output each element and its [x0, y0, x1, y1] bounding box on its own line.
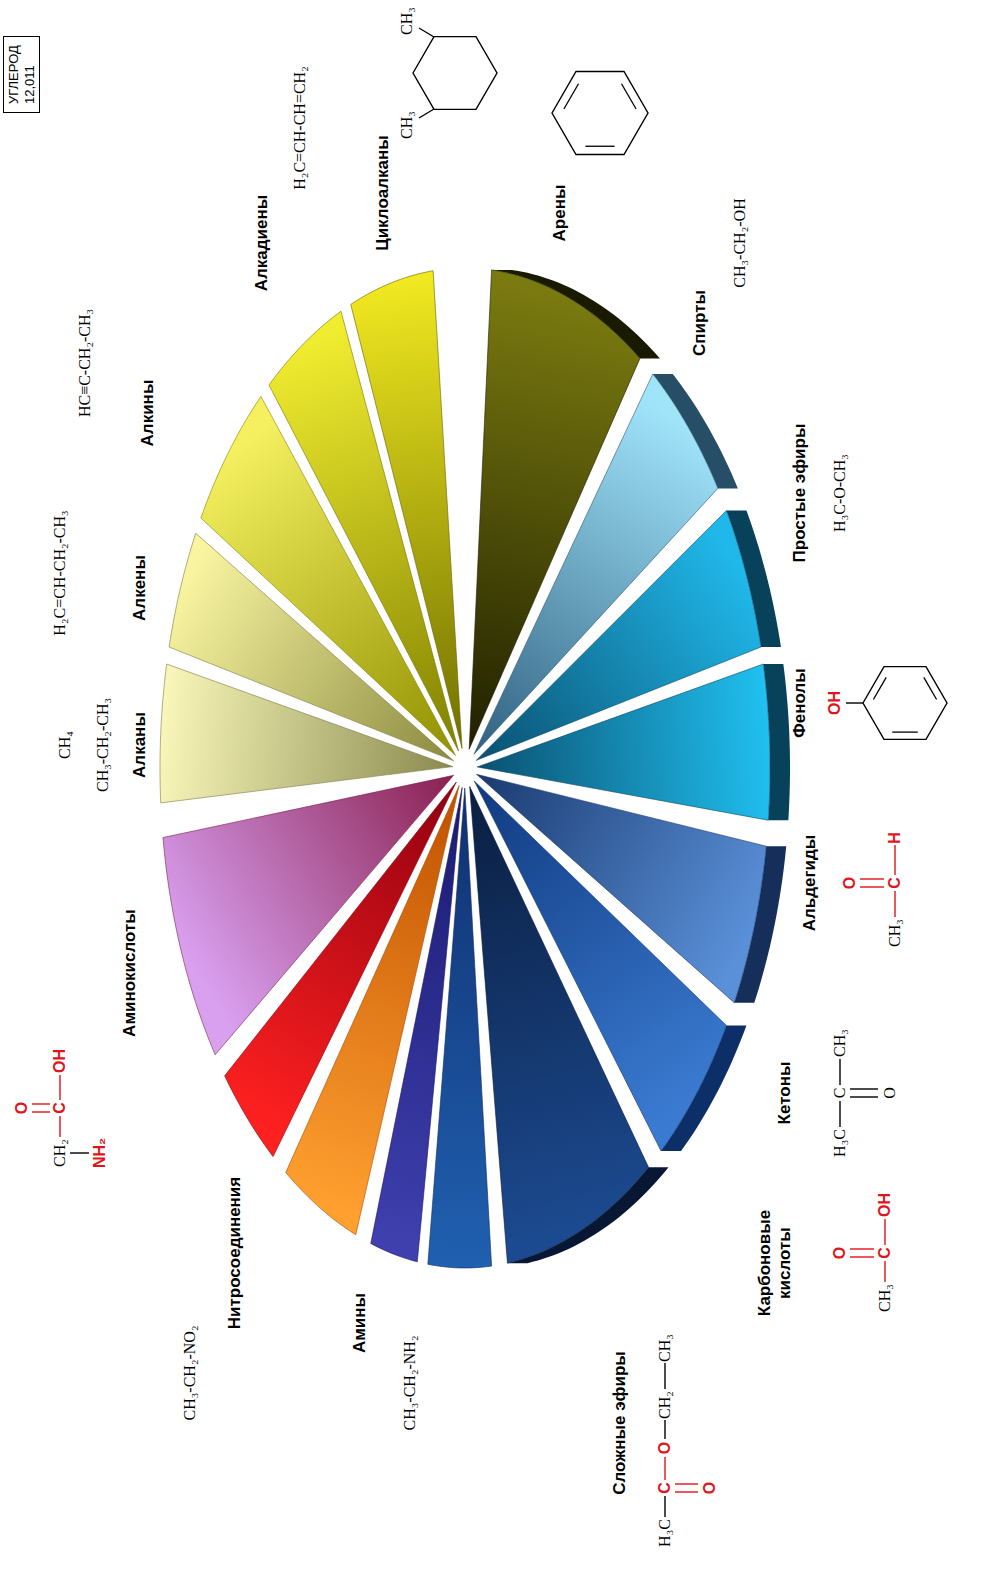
atom-symbol: O [841, 877, 859, 889]
bond-lines [32, 28, 947, 1517]
formula: CH₃-CH₂-CH₃ [94, 698, 112, 792]
class-name: Карбоновые кислоты [755, 1203, 794, 1323]
atom-symbol: H₃C [656, 1519, 674, 1547]
atom-symbol: H₃C [831, 1129, 849, 1157]
atom-symbol: O [656, 1442, 674, 1454]
ring-symbol [863, 667, 947, 740]
atom-symbol: CH₂ [656, 1391, 674, 1419]
atom-symbol: O [701, 1482, 719, 1494]
atom-symbol: C [831, 1088, 849, 1099]
ring-double-bond [892, 731, 918, 732]
chemical-bond [839, 1101, 840, 1127]
atom-symbol: C [886, 877, 904, 889]
formula: CH₄ [56, 731, 74, 759]
chemical-bond [32, 1103, 50, 1104]
atomic-mass: 12,011 [22, 45, 38, 104]
class-name: Алканы [130, 712, 150, 778]
chemical-bond [894, 845, 895, 875]
atom-symbol: CH₃ [656, 1334, 674, 1362]
atom-symbol: CH₃ [831, 1029, 849, 1057]
atom-symbol: C [876, 1247, 894, 1259]
class-name: Фенолы [790, 668, 810, 738]
atom-symbol: NH₂ [91, 1138, 109, 1168]
atom-symbol: O [13, 1102, 31, 1114]
formula: CH₃-CH₂-OH [731, 198, 749, 287]
chemical-bond [894, 891, 895, 917]
class-name: Алкадиены [252, 195, 272, 292]
chemical-bond [664, 1457, 665, 1480]
class-name: Алкены [130, 555, 150, 621]
chemical-bond [675, 1483, 698, 1484]
class-wedge [160, 664, 453, 803]
chemical-bond [839, 1059, 840, 1085]
class-name: Нитросоединения [225, 1177, 245, 1330]
atom-symbol: CH₃ [876, 1284, 894, 1312]
formula: H₂C=CH-CH₂-CH₃ [51, 510, 69, 635]
atom-symbol: CH₂ [51, 1139, 69, 1167]
atom-symbol: O [881, 1087, 899, 1099]
class-name: Спирты [690, 290, 710, 356]
class-name: Циклоалканы [373, 135, 393, 251]
chemical-bond [664, 1496, 665, 1517]
chemical-bond [419, 28, 434, 37]
atom-symbol: CH₃ [398, 7, 416, 35]
chemical-bond [850, 1088, 878, 1089]
chemical-bond [884, 1261, 885, 1282]
atom-symbol: O [831, 1247, 849, 1259]
class-wedge [469, 270, 640, 749]
class-name: Алкины [138, 380, 158, 447]
chemical-bond [860, 886, 884, 887]
ring-symbol [552, 71, 648, 154]
chemical-bond [32, 1111, 50, 1112]
atom-symbol: CH₃ [886, 919, 904, 947]
atom-symbol: C [51, 1102, 69, 1114]
formula: H₃C-O-CH₃ [831, 454, 849, 532]
atom-symbol: CH₃ [398, 111, 416, 139]
formula: CH₃-CH₂-NH₂ [401, 1336, 419, 1431]
ring-double-bond [564, 84, 579, 109]
chemical-bond [70, 1152, 89, 1153]
formula: HC≡C-CH₂-CH₃ [76, 309, 94, 417]
ring-double-bond [873, 677, 886, 699]
atom-symbol: OH [826, 691, 844, 715]
formula: CH₃-CH₂-NO₂ [181, 1326, 199, 1421]
ring-symbol [413, 37, 497, 110]
chemical-bond [59, 1116, 60, 1137]
class-name: Кетоны [775, 1062, 795, 1125]
chemical-bond [850, 1256, 874, 1257]
class-name: Сложные эфиры [610, 1351, 630, 1495]
chemical-bond [419, 109, 434, 118]
class-name: Альдегиды [800, 835, 820, 932]
element-name: УГЛЕРОД [6, 45, 22, 104]
ring-double-bond [924, 677, 937, 699]
element-box: УГЛЕРОД12,011 [3, 36, 40, 113]
atom-symbol: H [886, 832, 904, 844]
chemical-bond [675, 1491, 698, 1492]
chemical-bond [860, 878, 884, 879]
chemical-bond [664, 1363, 665, 1389]
wedge-faces [160, 270, 770, 1268]
chemical-bond [850, 1248, 874, 1249]
class-name: Простые эфиры [790, 424, 810, 563]
atom-symbol: OH [876, 1193, 894, 1217]
atom-symbol: C [656, 1482, 674, 1494]
chemical-bond [664, 1420, 665, 1439]
chemical-bond [59, 1075, 60, 1100]
class-name: Арены [550, 185, 570, 242]
chemical-bond [884, 1219, 885, 1245]
chemical-bond [850, 1096, 878, 1097]
class-name: Амины [350, 1293, 370, 1353]
ring-double-bond [622, 84, 637, 109]
atom-symbol: OH [51, 1049, 69, 1073]
chemical-bond [846, 702, 863, 703]
ring-double-bond [585, 146, 614, 147]
class-name: Аминокислоты [120, 909, 140, 1037]
formula: H₂C=CH-CH=CH₂ [291, 66, 309, 189]
